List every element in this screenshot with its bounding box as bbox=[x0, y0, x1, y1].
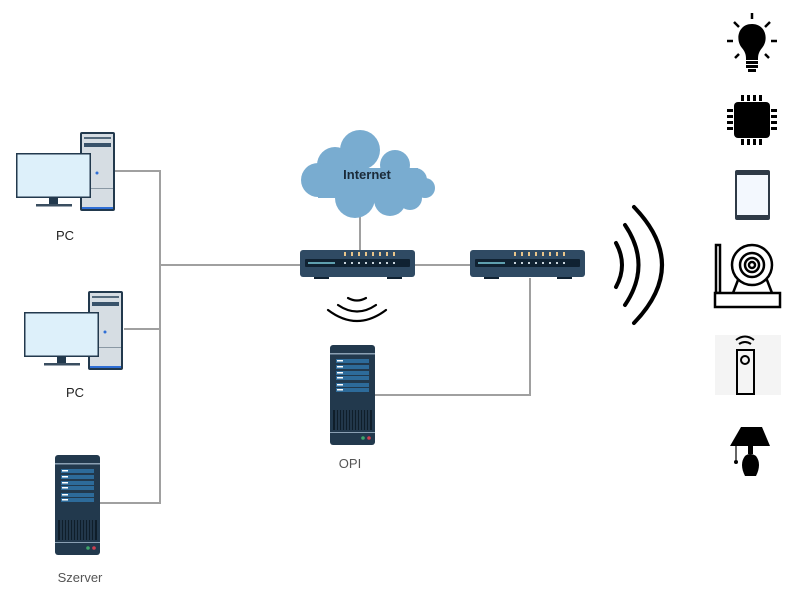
pc1-label: PC bbox=[55, 228, 75, 243]
wifi-signal-icon bbox=[326, 296, 388, 322]
wireless-waves-icon bbox=[614, 205, 664, 325]
server-icon[interactable] bbox=[54, 454, 101, 556]
opi-label: OPI bbox=[338, 456, 362, 471]
remote-icon[interactable] bbox=[715, 335, 781, 395]
network-links bbox=[100, 170, 531, 504]
chip-icon[interactable] bbox=[727, 95, 777, 145]
ip-camera-icon[interactable] bbox=[713, 243, 782, 309]
server-label: Szerver bbox=[57, 570, 103, 585]
pc1-icon[interactable] bbox=[16, 132, 115, 211]
router-1-icon[interactable] bbox=[300, 250, 415, 279]
pc2-label: PC bbox=[65, 385, 85, 400]
internet-label: Internet bbox=[343, 167, 391, 182]
tablet-icon[interactable] bbox=[735, 170, 770, 220]
opi-server-icon[interactable] bbox=[329, 344, 376, 446]
lamp-icon[interactable] bbox=[730, 427, 770, 476]
pc2-icon[interactable] bbox=[24, 291, 123, 370]
lightbulb-icon[interactable] bbox=[727, 13, 777, 72]
router-2-icon[interactable] bbox=[470, 250, 585, 279]
internet-cloud-icon[interactable] bbox=[301, 130, 435, 218]
